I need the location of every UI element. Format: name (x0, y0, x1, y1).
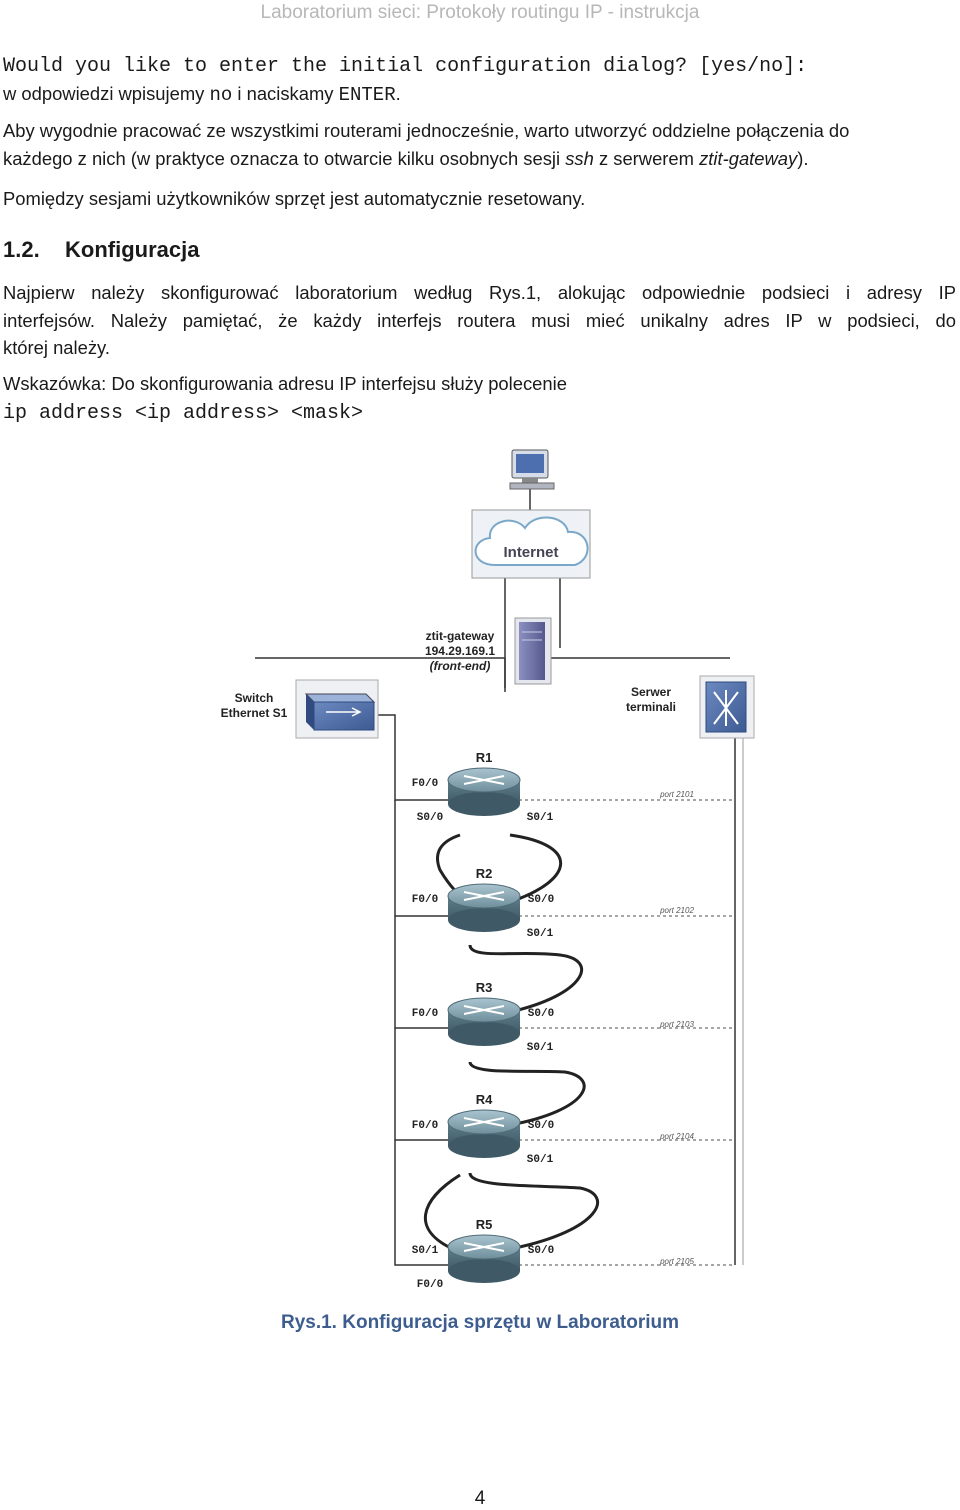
para-config-line1: Najpierw należy skonfigurować laboratori… (3, 282, 956, 303)
answer-text-middle: i naciskamy (232, 83, 339, 104)
interface-label: S0/1 (527, 812, 554, 824)
gateway-role-label: (front-end) (430, 659, 491, 673)
router-name-label: R2 (476, 866, 493, 881)
para-reset: Pomiędzy sesjami użytkowników sprzęt jes… (3, 188, 586, 209)
interface-label: F0/0 (417, 1279, 443, 1291)
para-connections-line2: każdego z nich (w praktyce oznacza to ot… (3, 148, 808, 170)
terminal-server-icon (699, 675, 755, 739)
interface-label: S0/1 (527, 1154, 554, 1166)
para-config-line2: interfejsów. Należy pamiętać, że każdy i… (3, 310, 956, 331)
interface-label: S0/0 (417, 812, 443, 824)
interface-label: S0/0 (528, 1120, 554, 1132)
dialog-prompt-line: Would you like to enter the initial conf… (3, 55, 808, 78)
switch-label-line1: Switch (235, 691, 274, 705)
answer-text-end: . (395, 83, 401, 104)
section-title: Konfiguracja (65, 237, 200, 262)
gateway-name-label: ztit-gateway (426, 629, 495, 643)
interface-label: F0/0 (412, 1120, 438, 1132)
answer-instruction: w odpowiedzi wpisujemy no i naciskamy EN… (3, 83, 401, 106)
answer-no-keyword: no (209, 84, 233, 106)
para-config-line3: której należy. (3, 337, 110, 358)
router-icon (447, 997, 521, 1046)
router-name-label: R4 (476, 1092, 493, 1107)
hint-line: Wskazówka: Do skonfigurowania adresu IP … (3, 373, 567, 394)
interface-label: F0/0 (412, 894, 438, 906)
terminal-server-label-line1: Serwer (631, 685, 671, 699)
answer-enter-keyword: ENTER (338, 84, 396, 106)
para-connections-text-a: każdego z nich (w praktyce oznacza to ot… (3, 148, 566, 169)
interface-label: S0/1 (527, 1042, 554, 1054)
internet-label: Internet (503, 544, 558, 561)
network-diagram: Internet ztit-gateway 194.29.169.1 (fron… (221, 449, 755, 1291)
port-label: port 2103 (659, 1020, 694, 1029)
para-connections-line1: Aby wygodnie pracować ze wszystkimi rout… (3, 120, 850, 141)
interface-label: S0/1 (527, 928, 554, 940)
interface-label: S0/0 (528, 1245, 554, 1257)
terminal-server-label-line2: terminali (626, 700, 676, 714)
workstation-icon (509, 449, 555, 490)
router-icon (447, 1109, 521, 1158)
page-header: Laboratorium sieci: Protokoły routingu I… (260, 2, 700, 23)
router-name-label: R3 (476, 980, 493, 995)
port-label: port 2105 (659, 1257, 694, 1266)
section-heading: 1.2. Konfiguracja (3, 237, 199, 263)
interface-label: F0/0 (412, 778, 438, 790)
interface-label: F0/0 (412, 1008, 438, 1020)
answer-text-before: w odpowiedzi wpisujemy (3, 83, 210, 104)
port-label: port 2104 (659, 1132, 694, 1141)
port-label: port 2101 (659, 790, 694, 799)
router-icon (447, 767, 521, 816)
gateway-term: ztit-gateway (699, 148, 798, 169)
router-name-label: R5 (476, 1217, 493, 1232)
command-line: ip address <ip address> <mask> (3, 402, 364, 425)
figure-caption: Rys.1. Konfiguracja sprzętu w Laboratori… (280, 1312, 680, 1333)
switch-icon (295, 679, 379, 739)
gateway-server-icon (514, 617, 552, 685)
para-connections-text-b: z serwerem (593, 148, 700, 169)
router-icon (447, 1234, 521, 1283)
page-number: 4 (474, 1488, 486, 1509)
interface-label: S0/0 (528, 894, 554, 906)
interface-label: S0/1 (412, 1245, 439, 1257)
port-label: port 2102 (659, 906, 694, 915)
gateway-ip-label: 194.29.169.1 (425, 644, 495, 658)
internet-cloud-icon: Internet (471, 509, 591, 579)
connection-lines (255, 488, 744, 1266)
para-connections-text-c: ). (797, 148, 809, 169)
router-icon (447, 883, 521, 932)
ssh-term: ssh (565, 148, 594, 169)
router-name-label: R1 (476, 750, 493, 765)
section-number: 1.2. (3, 237, 40, 262)
serial-links (424, 833, 600, 1252)
interface-label: S0/0 (528, 1008, 554, 1020)
switch-label-line2: Ethernet S1 (221, 706, 288, 720)
